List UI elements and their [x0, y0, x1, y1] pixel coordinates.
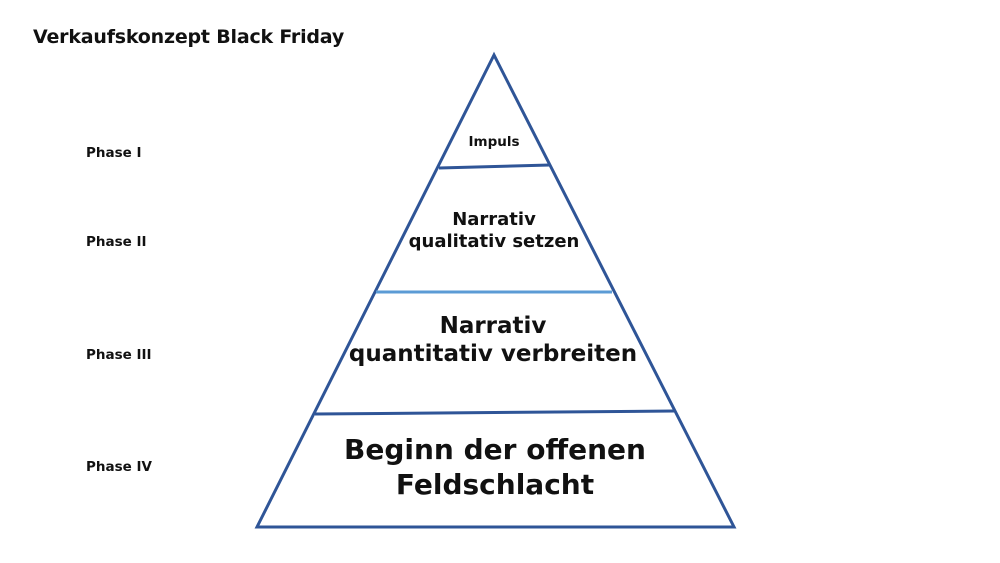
divider-1 — [438, 163, 551, 170]
level-2-line-2: qualitativ setzen — [408, 230, 580, 252]
level-4-line-2: Feldschlacht — [395, 468, 595, 501]
level-1-text: Impuls — [468, 134, 520, 150]
level-3-line-2: quantitativ verbreiten — [348, 340, 638, 367]
phase-label-4: Phase IV — [86, 459, 152, 475]
pyramid-level-3: Narrativ quantitativ verbreiten — [349, 313, 637, 368]
level-3-line-1: Narrativ — [439, 313, 547, 339]
phase-label-3: Phase III — [86, 347, 152, 363]
level-2-line-1: Narrativ — [452, 209, 536, 230]
page-title: Verkaufskonzept Black Friday — [33, 26, 345, 48]
divider-3 — [314, 409, 675, 416]
pyramid-level-4: Beginn der offenen Feldschlacht — [344, 432, 646, 502]
level-4-line-1: Beginn der offenen — [344, 433, 646, 466]
pyramid-level-2: Narrativ qualitativ setzen — [409, 209, 580, 252]
phase-label-1: Phase I — [86, 145, 142, 161]
pyramid-level-1: Impuls — [468, 134, 519, 150]
phase-label-2: Phase II — [86, 234, 147, 250]
